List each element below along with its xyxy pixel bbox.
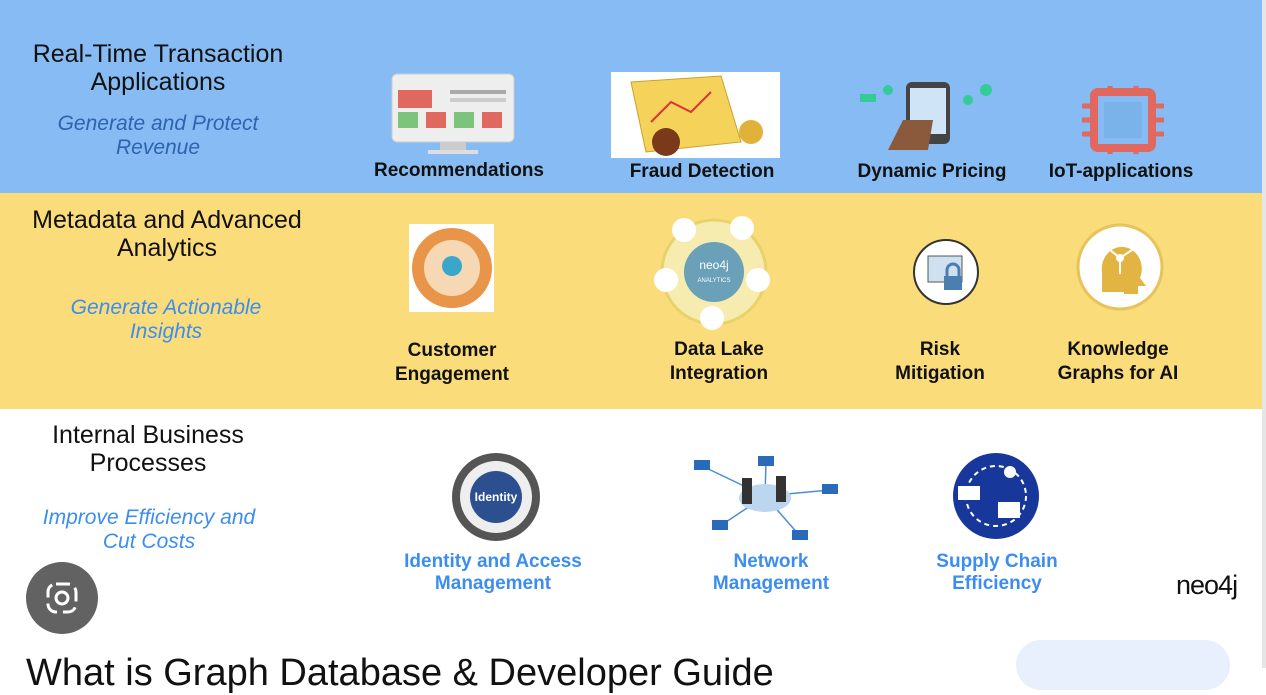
knowledge-graph-head-icon	[1076, 223, 1164, 311]
row-title: Real-Time Transaction Applications	[32, 40, 284, 96]
row-internal-processes	[0, 409, 1262, 624]
supply-chain-icon	[953, 453, 1039, 539]
label-recommendations: Recommendations	[374, 160, 544, 181]
row-subtitle: Generate Actionable Insights	[70, 296, 262, 343]
page-heading[interactable]: What is Graph Database & Developer Guide	[26, 652, 774, 694]
label-network-management: Network Management	[712, 551, 830, 594]
dynamic-pricing-icon	[860, 82, 992, 150]
label-supply-chain: Supply Chain Efficiency	[936, 551, 1058, 594]
iot-chip-icon	[1082, 86, 1164, 154]
label-iot-applications: IoT-applications	[1048, 161, 1194, 182]
customer-engagement-icon	[409, 224, 494, 312]
svg-text:Identity: Identity	[475, 490, 518, 504]
row-metadata-analytics	[0, 193, 1262, 409]
label-dynamic-pricing: Dynamic Pricing	[857, 161, 1007, 182]
scrollbar[interactable]	[1262, 0, 1266, 668]
data-lake-neo4j-icon: neo4j ANALYTICS	[654, 216, 770, 330]
risk-lock-icon	[913, 239, 979, 305]
recommendations-icon	[391, 73, 515, 154]
row-subtitle: Generate and Protect Revenue	[57, 112, 259, 159]
label-customer-engagement: Customer Engagement	[394, 340, 510, 385]
lens-icon	[46, 582, 78, 614]
label-data-lake-integration: Data Lake Integration	[669, 339, 769, 384]
neo4j-logo: neo4j	[1176, 570, 1238, 600]
identity-access-icon: Identity	[452, 453, 540, 541]
google-lens-button[interactable]	[26, 562, 98, 634]
network-icon	[694, 456, 838, 540]
svg-text:neo4j: neo4j	[699, 258, 728, 272]
row-title: Internal Business Processes	[52, 421, 244, 477]
fraud-detection-icon	[611, 72, 780, 158]
row-subtitle: Improve Efficiency and Cut Costs	[42, 506, 256, 553]
label-risk-mitigation: Risk Mitigation	[895, 339, 985, 384]
action-button[interactable]	[1016, 640, 1230, 690]
row-title: Metadata and Advanced Analytics	[32, 206, 302, 262]
label-knowledge-graphs: Knowledge Graphs for AI	[1057, 339, 1179, 384]
label-identity-access: Identity and Access Management	[404, 551, 582, 594]
svg-text:ANALYTICS: ANALYTICS	[698, 278, 731, 284]
label-fraud-detection: Fraud Detection	[629, 161, 775, 182]
